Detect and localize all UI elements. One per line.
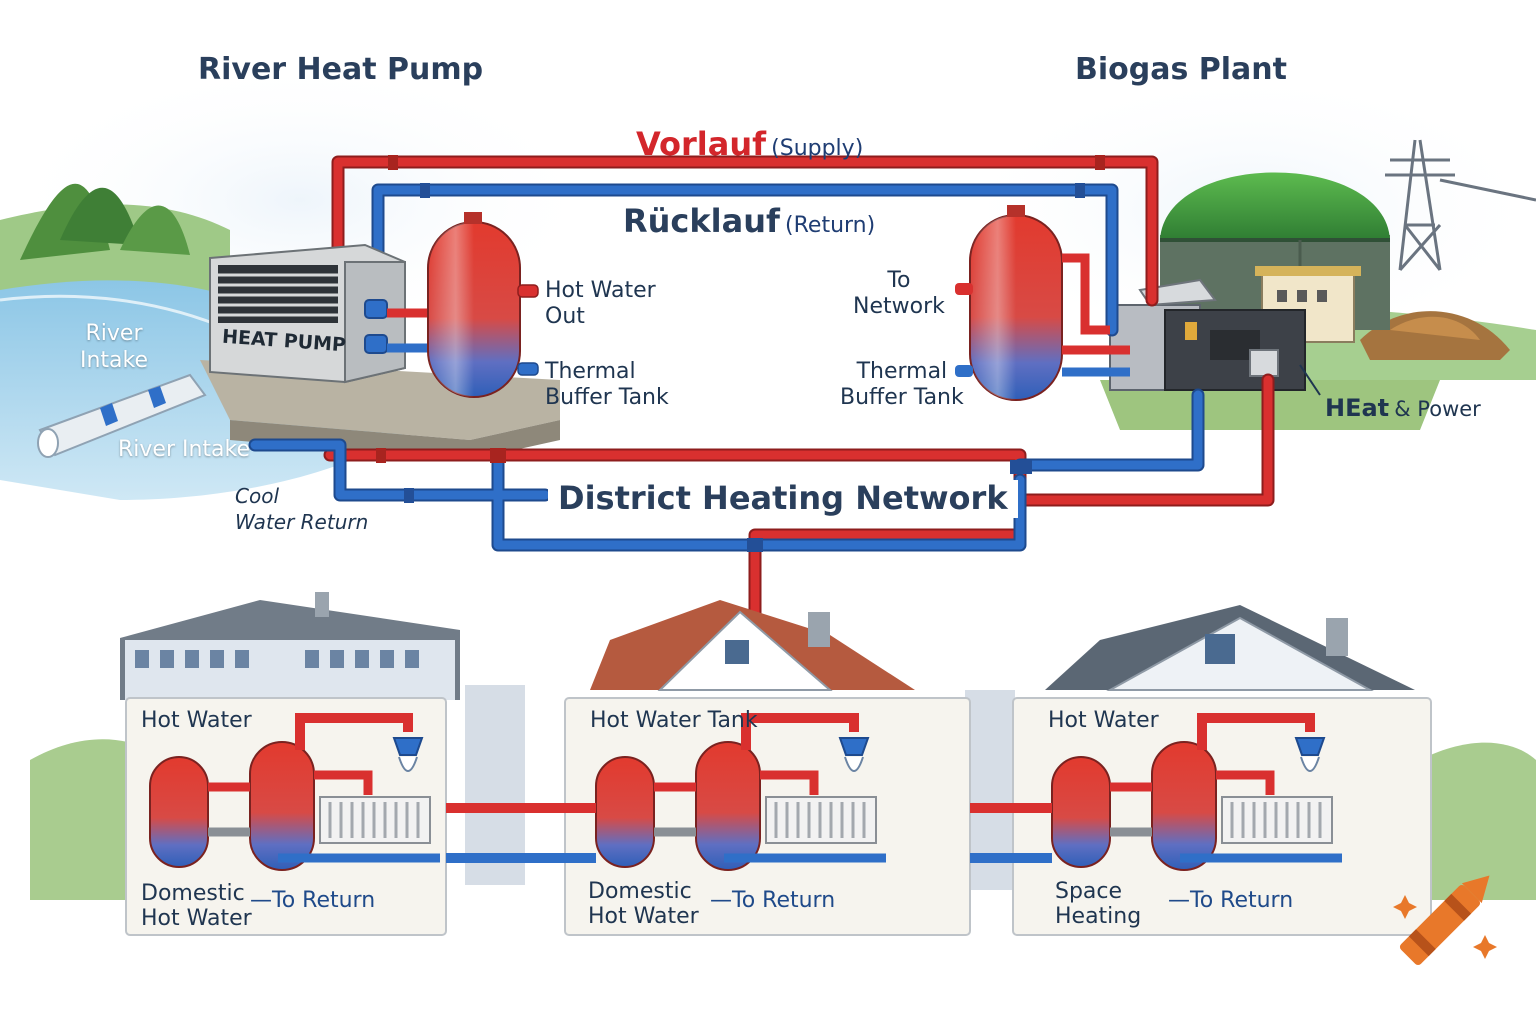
network-label: District Heating Network xyxy=(548,480,1018,518)
house-2-small-tank xyxy=(595,756,655,868)
house-2-tap-icon xyxy=(838,737,870,756)
house-2-top-label: Hot Water Tank xyxy=(590,708,758,733)
heat-power-label: HEat & Power xyxy=(1325,394,1481,422)
return-main: Rücklauf xyxy=(623,202,780,240)
house-1-large-tank xyxy=(249,741,315,871)
right-buffer-tank xyxy=(955,205,1130,401)
left-buffer-label: Thermal Buffer Tank xyxy=(545,359,669,411)
pipe-joints xyxy=(376,155,1105,552)
right-buffer-label: Thermal Buffer Tank xyxy=(840,359,964,411)
house-2-return-label: —To Return xyxy=(710,888,836,913)
house-2-tap-pipe xyxy=(741,713,859,750)
supply-sub: (Supply) xyxy=(771,136,864,161)
house-1-bottom-label: Domestic Hot Water xyxy=(141,881,252,932)
river-intake-label: River Intake xyxy=(118,437,251,462)
left-title: River Heat Pump xyxy=(198,52,484,87)
house-3-bottom-label: Space Heating xyxy=(1055,879,1142,930)
house-3-radiator-feed xyxy=(1216,770,1275,795)
house-2-large-tank xyxy=(695,741,761,871)
house-1-tap-icon xyxy=(392,737,424,756)
house-3-small-tank xyxy=(1051,756,1111,868)
house-1-small-tank xyxy=(149,756,209,868)
house-1-radiator-feed xyxy=(314,770,373,795)
cool-water-return-label: Cool Water Return xyxy=(235,484,369,534)
house-1-tap-bulb-icon xyxy=(398,756,418,772)
left-buffer-tank xyxy=(427,212,539,398)
house-3-return-label: —To Return xyxy=(1168,888,1294,913)
house-1-tap-pipe xyxy=(295,713,413,750)
house-1-top-label: Hot Water xyxy=(141,708,252,733)
river-intake-top-label: River Intake xyxy=(80,321,149,374)
return-label: Rücklauf (Return) xyxy=(623,202,876,240)
house-2-radiator-feed xyxy=(760,770,819,795)
house-1-return-label: —To Return xyxy=(250,888,376,913)
return-sub: (Return) xyxy=(785,213,876,238)
to-network-label: To Network xyxy=(853,268,945,320)
supply-label: Vorlauf (Supply) xyxy=(636,125,864,163)
house-3-large-tank xyxy=(1151,741,1217,871)
right-title: Biogas Plant xyxy=(1075,52,1287,87)
house-2-bottom-label: Domestic Hot Water xyxy=(588,879,699,930)
heat-pump-unit xyxy=(209,243,430,384)
house-3-tap-pipe xyxy=(1197,713,1315,750)
house-2-tap-bulb-icon xyxy=(844,756,864,772)
houses-background xyxy=(30,592,1536,900)
supply-main: Vorlauf xyxy=(636,125,767,163)
house-3-tap-bulb-icon xyxy=(1300,756,1320,772)
house-systems xyxy=(149,713,1342,871)
house-3-tap-icon xyxy=(1294,737,1326,756)
house-3-top-label: Hot Water xyxy=(1048,708,1159,733)
crayon-logo-icon xyxy=(1393,875,1497,966)
hot-water-out-label: Hot Water Out xyxy=(545,278,656,330)
